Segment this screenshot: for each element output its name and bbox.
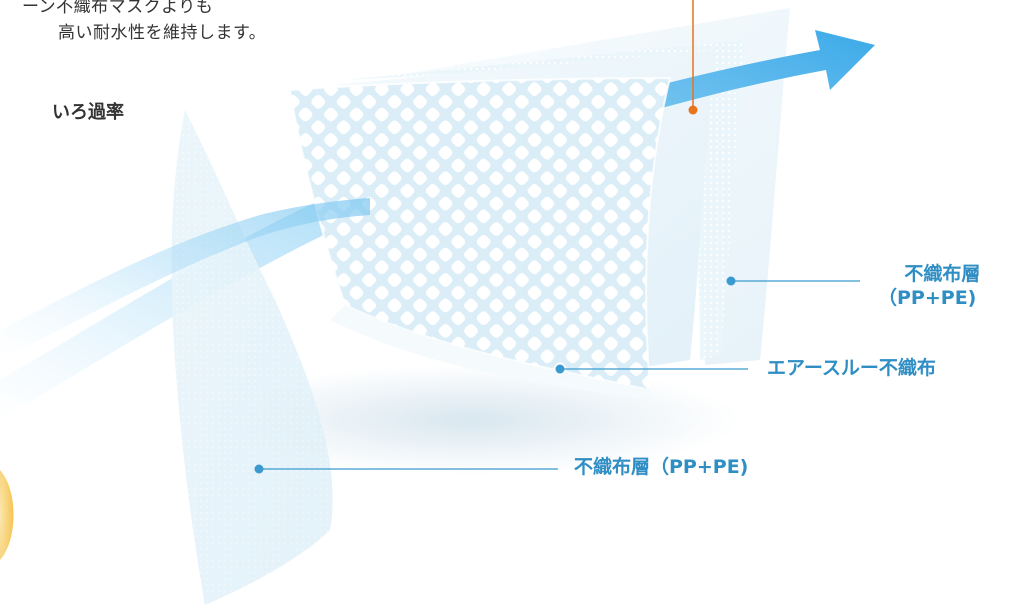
badge-edge: [0, 470, 14, 560]
intro-text-line-2: 高い耐水性を維持します。: [58, 23, 267, 43]
orange-leader-dot: [688, 105, 698, 115]
airflow-arrow: [0, 30, 875, 420]
filtration-heading: いろ過率: [52, 102, 124, 123]
leader-dot-inner: [254, 464, 264, 474]
intro-text-line-1: ーン不織布マスクよりも: [22, 0, 214, 17]
airflow-wisp: [0, 198, 370, 360]
air-through-nonwoven-sheet: [290, 78, 670, 390]
label-outer-nonwoven-layer: 不織布層 （PP+PE): [878, 263, 980, 311]
label-air-through-nonwoven: エアースルー不織布: [767, 357, 936, 379]
leader-dot-outer: [726, 276, 736, 286]
label-inner-nonwoven-layer: 不織布層（PP+PE): [574, 456, 749, 478]
leader-dot-middle: [555, 364, 565, 374]
label-outer-line-1: 不織布層: [904, 263, 981, 285]
label-outer-line-2: （PP+PE): [878, 286, 977, 309]
